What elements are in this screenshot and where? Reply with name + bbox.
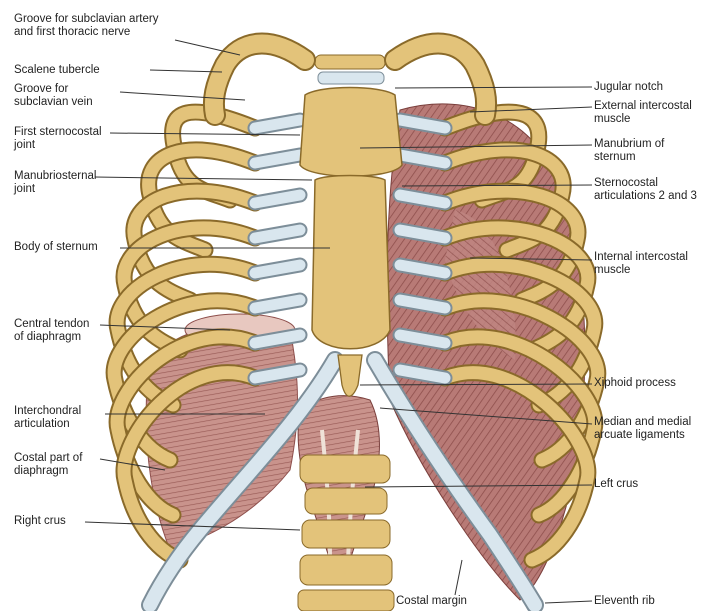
label-left-crus: Left crus [594, 478, 638, 491]
leader-line-18 [545, 601, 592, 603]
leader-line-10 [395, 87, 592, 88]
label-right-crus: Right crus [14, 515, 66, 528]
sternum [300, 55, 402, 396]
label-scalene-tubercle: Scalene tubercle [14, 64, 100, 77]
label-costal-margin: Costal margin [396, 595, 467, 608]
label-xiphoid-process: Xiphoid process [594, 377, 676, 390]
label-jugular-notch: Jugular notch [594, 81, 663, 94]
sternum-body [312, 176, 390, 349]
leader-line-3 [110, 133, 300, 135]
leader-line-19 [455, 560, 462, 595]
label-body-of-sternum: Body of sternum [14, 241, 98, 254]
vertebral-column [298, 455, 394, 611]
manubrium [300, 88, 402, 177]
xiphoid [338, 355, 362, 396]
leader-line-4 [95, 177, 312, 180]
label-eleventh-rib: Eleventh rib [594, 595, 655, 608]
